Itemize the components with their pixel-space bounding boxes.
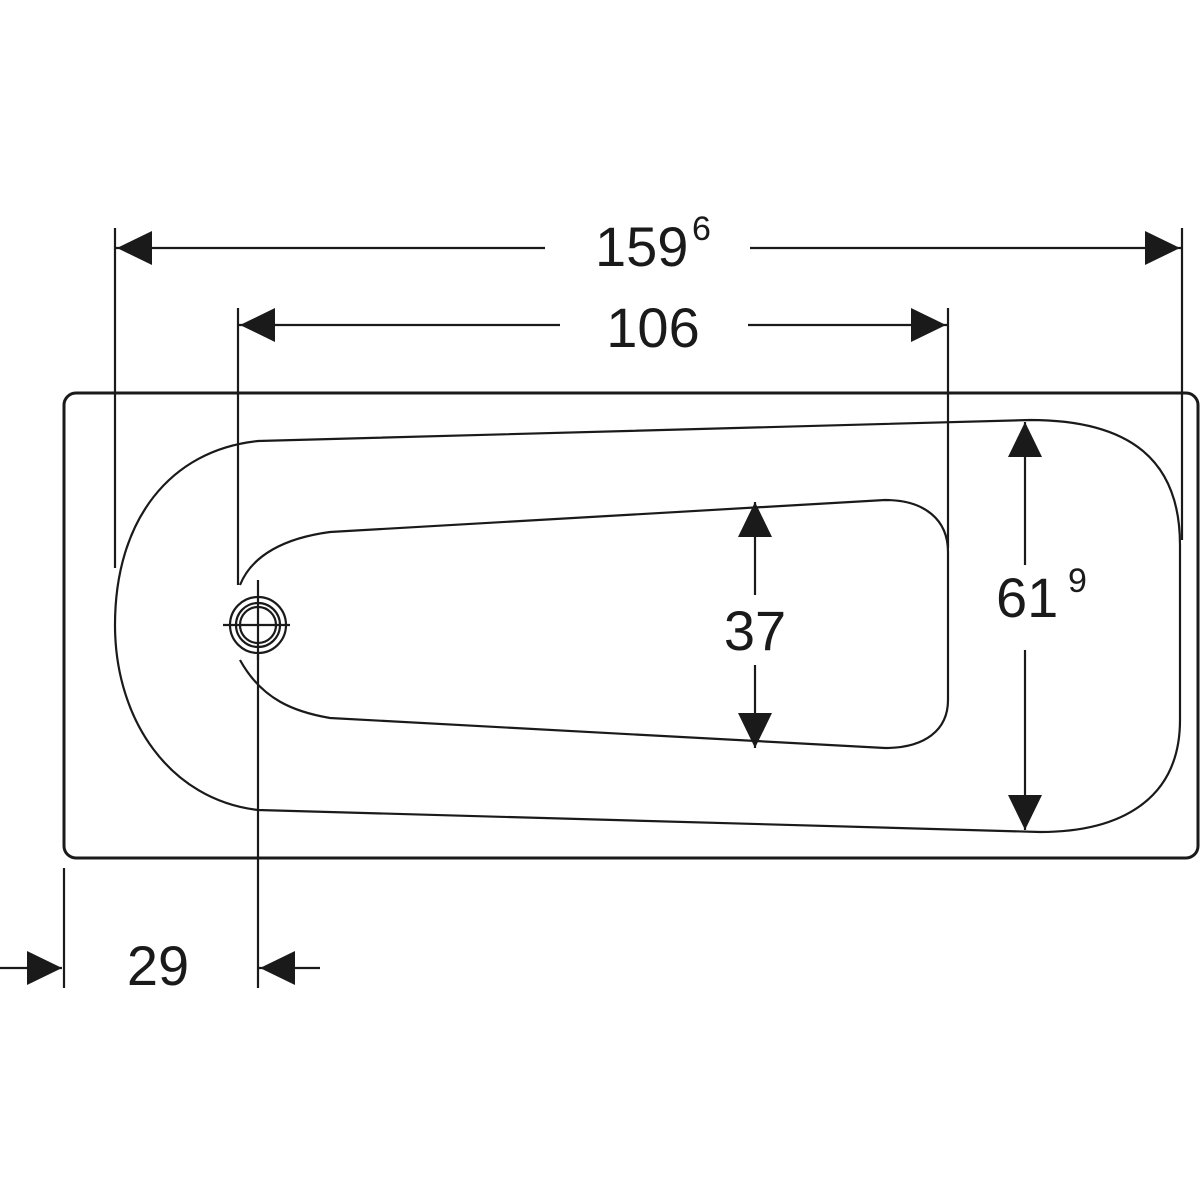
tub-outer-rim xyxy=(62,391,1200,860)
dimension-overall-length: 159 6 xyxy=(113,210,1184,568)
dimension-inner-width: 37 xyxy=(724,502,786,748)
inner-width-label: 37 xyxy=(724,599,786,662)
drain-offset-label: 29 xyxy=(127,934,189,997)
inner-length-label: 106 xyxy=(606,296,699,359)
dimension-overall-width: 61 9 xyxy=(996,422,1087,830)
tub-basin-outline xyxy=(113,418,1182,834)
dimension-drain-offset: 29 xyxy=(0,655,320,997)
drain-icon xyxy=(223,580,290,660)
overall-length-label: 159 xyxy=(595,215,688,278)
tub-floor-outline xyxy=(238,498,950,750)
overall-length-sup: 6 xyxy=(692,210,711,248)
dimension-inner-length: 106 xyxy=(236,296,950,585)
overall-width-sup: 9 xyxy=(1068,562,1087,600)
overall-width-label: 61 xyxy=(996,566,1058,629)
